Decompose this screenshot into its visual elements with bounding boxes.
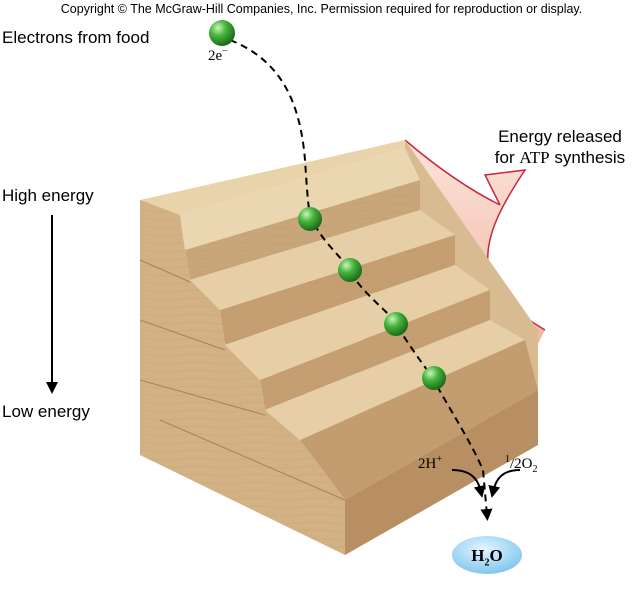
water-droplet-icon [452, 536, 522, 574]
electron-count-label: 2e− [208, 46, 228, 65]
electron-sphere-icon [298, 207, 322, 231]
proton-base: 2H [418, 456, 437, 472]
synthesis-text: synthesis [549, 148, 626, 167]
low-energy-label: Low energy [2, 402, 90, 421]
water-h: H [471, 546, 485, 565]
electron-sphere-icon [209, 20, 235, 46]
electron-sphere-icon [384, 312, 408, 336]
water-label: H2O [452, 538, 522, 574]
electron-path [229, 39, 493, 521]
oxygen-base: O [521, 456, 533, 472]
electron-charge: − [222, 46, 228, 57]
electron-sphere-icon [422, 366, 446, 390]
proton-label: 2H+ [418, 454, 442, 473]
atp-text: ATP [519, 148, 550, 167]
energy-released-line2: for ATP synthesis [480, 147, 640, 168]
energy-released-label: Energy released for ATP synthesis [480, 126, 640, 168]
oxygen-coef: 1 [505, 454, 510, 465]
oxygen-label: 1/2O2 [505, 454, 538, 475]
copyright-notice: Copyright © The McGraw-Hill Companies, I… [60, 2, 583, 16]
oxygen-frac: /2 [510, 456, 522, 472]
oxygen-arrow [488, 469, 521, 498]
energy-for-text: for [494, 148, 520, 167]
water-sub: 2 [484, 557, 490, 569]
electron-sphere-icon [338, 258, 362, 282]
proton-arrow [451, 469, 486, 498]
electrons-from-food-label: Electrons from food [2, 28, 150, 47]
wooden-staircase [139, 140, 538, 555]
high-energy-label: High energy [2, 186, 94, 205]
water-o: O [489, 546, 503, 565]
energy-released-line1: Energy released [498, 127, 622, 146]
oxygen-sub: 2 [532, 464, 538, 475]
proton-charge: + [436, 454, 442, 465]
electron-count: 2e [208, 48, 223, 64]
